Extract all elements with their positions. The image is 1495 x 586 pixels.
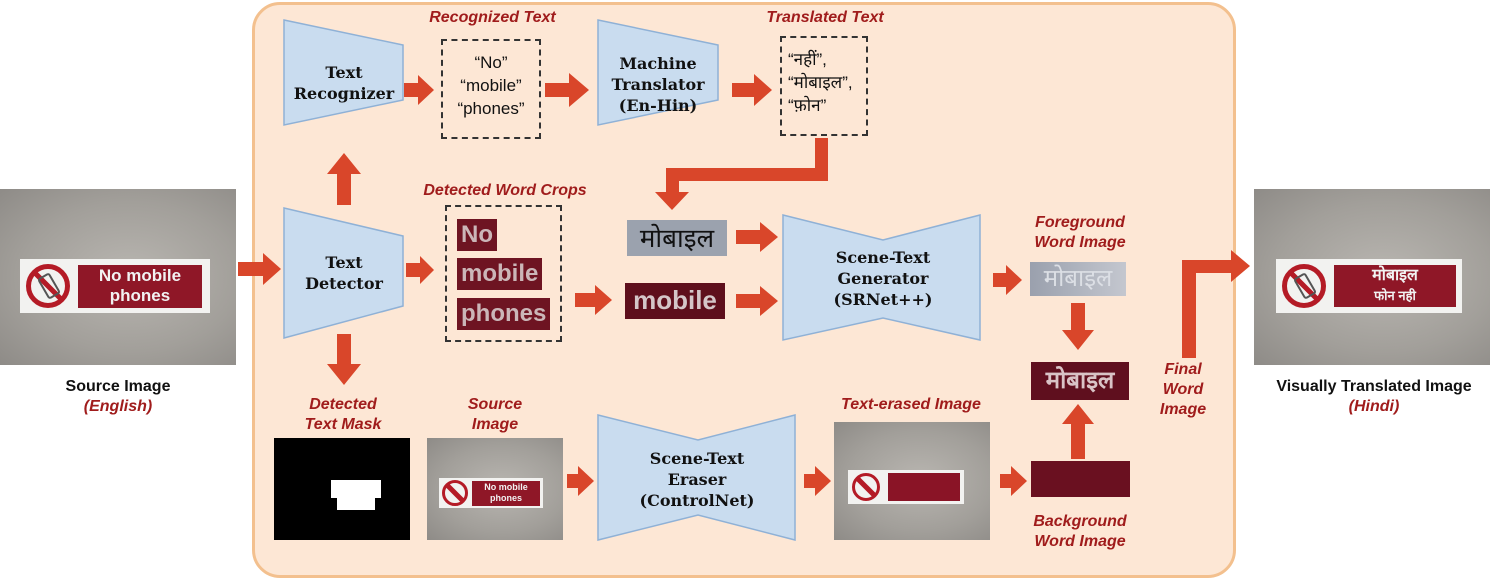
scene-text-eraser-shape bbox=[597, 414, 796, 541]
source-image-small: No mobile phones bbox=[427, 438, 563, 540]
arrow-text-to-translator bbox=[545, 73, 589, 107]
final-word-image-label: Final Word Image bbox=[1159, 361, 1207, 418]
arrow-hindi-word-to-generator bbox=[736, 222, 778, 252]
machine-translator-shape bbox=[597, 19, 719, 126]
recognized-word: “phones” bbox=[457, 99, 525, 118]
output-no-phone-icon bbox=[1282, 264, 1326, 308]
small-sign-text: No mobile phones bbox=[472, 481, 540, 506]
small-sign: No mobile phones bbox=[439, 478, 543, 508]
arrow-foreground-to-final bbox=[1062, 303, 1094, 350]
source-image-label: Source Image bbox=[65, 378, 171, 395]
erased-no-phone-icon bbox=[852, 473, 880, 501]
erased-red-panel bbox=[888, 473, 960, 501]
source-photo: No mobile phones bbox=[0, 189, 236, 365]
output-image-label: Visually Translated Image bbox=[1276, 378, 1472, 395]
arrow-translated-to-hindi-word bbox=[655, 138, 828, 210]
arrow-crops-to-style-word bbox=[575, 285, 612, 315]
foreground-word-image bbox=[1030, 262, 1126, 296]
arrow-detector-to-mask bbox=[327, 334, 361, 385]
arrow-generator-to-foreground bbox=[993, 265, 1022, 295]
word-crop: No bbox=[457, 219, 497, 251]
scene-text-eraser-label: Scene-Text Eraser (ControlNet) bbox=[639, 449, 755, 510]
source-sign-text: No mobile phones bbox=[78, 265, 202, 308]
text-detector-label: Text Detector bbox=[305, 253, 383, 293]
final-word-image: मोबाइल bbox=[1031, 362, 1129, 400]
arrow-source-to-detector bbox=[238, 253, 281, 285]
background-word-image-label: Background Word Image bbox=[1033, 513, 1127, 550]
small-no-phone-icon bbox=[442, 480, 468, 506]
word-crop: mobile bbox=[457, 258, 543, 290]
source-image-sublabel: (English) bbox=[83, 398, 153, 415]
background-word-image bbox=[1031, 461, 1130, 497]
translated-word: “फ़ोन” bbox=[788, 96, 827, 115]
recognized-word: “No” bbox=[474, 53, 508, 72]
recognized-text-box: “No” “mobile” “phones” bbox=[441, 39, 541, 139]
mask-region bbox=[331, 480, 381, 498]
arrow-detector-to-crops bbox=[406, 256, 434, 284]
arrow-recognizer-to-text bbox=[404, 75, 434, 105]
arrow-eraser-to-erased bbox=[804, 466, 831, 496]
word-crop: phones bbox=[457, 298, 551, 330]
detected-text-mask-image bbox=[274, 438, 410, 540]
machine-translator-label: Machine Translator (En-Hin) bbox=[611, 54, 705, 115]
translated-text-label: Translated Text bbox=[766, 9, 884, 26]
output-sign-text: मोबाइल फोन नही bbox=[1334, 265, 1456, 307]
arrow-erased-to-background bbox=[1000, 466, 1027, 496]
erased-sign bbox=[848, 470, 964, 504]
scene-text-generator-shape bbox=[782, 214, 981, 341]
style-word-image: mobile bbox=[625, 283, 725, 319]
arrow-style-word-to-generator bbox=[736, 286, 778, 316]
source-sign: No mobile phones bbox=[20, 259, 210, 313]
output-sign-line1: मोबाइल bbox=[1372, 267, 1418, 284]
translated-word: “नहीं”, bbox=[788, 50, 827, 69]
arrow-detector-to-recognizer bbox=[327, 153, 361, 205]
output-sign: मोबाइल फोन नही bbox=[1276, 259, 1462, 313]
detected-text-mask-label: Detected Text Mask bbox=[304, 396, 382, 433]
arrow-mask-source-to-eraser bbox=[567, 466, 594, 496]
arrow-translator-to-translated bbox=[732, 74, 772, 106]
arrow-background-to-final bbox=[1062, 404, 1094, 459]
text-recognizer-label: Text Recognizer bbox=[293, 63, 395, 103]
foreground-word-text: मोबाइल bbox=[1043, 265, 1113, 292]
output-image-sublabel: (Hindi) bbox=[1348, 398, 1400, 415]
detected-word-crops-label: Detected Word Crops bbox=[423, 182, 587, 199]
foreground-word-image-label: Foreground Word Image bbox=[1034, 214, 1126, 251]
translated-text-box: “नहीं”, “मोबाइल”, “फ़ोन” bbox=[780, 36, 868, 136]
scene-text-generator-label: Scene-Text Generator (SRNet++) bbox=[833, 248, 933, 309]
no-phone-icon bbox=[26, 264, 70, 308]
text-detector-shape bbox=[283, 207, 404, 339]
output-photo: मोबाइल फोन नही bbox=[1254, 189, 1490, 365]
output-sign-line2: फोन नही bbox=[1374, 288, 1416, 303]
arrow-final-to-output bbox=[1182, 250, 1250, 358]
source-image-inner-label: Source Image bbox=[467, 396, 523, 433]
detected-word-crops-box: No mobile phones bbox=[445, 205, 562, 342]
text-erased-image bbox=[834, 422, 990, 540]
recognized-word: “mobile” bbox=[460, 76, 522, 95]
text-erased-image-label: Text-erased Image bbox=[841, 396, 981, 413]
recognized-text-label: Recognized Text bbox=[429, 9, 556, 26]
text-recognizer-shape bbox=[283, 19, 404, 126]
mask-region bbox=[337, 496, 375, 510]
hindi-target-word-image: मोबाइल bbox=[627, 220, 727, 256]
translated-word: “मोबाइल”, bbox=[788, 73, 853, 92]
